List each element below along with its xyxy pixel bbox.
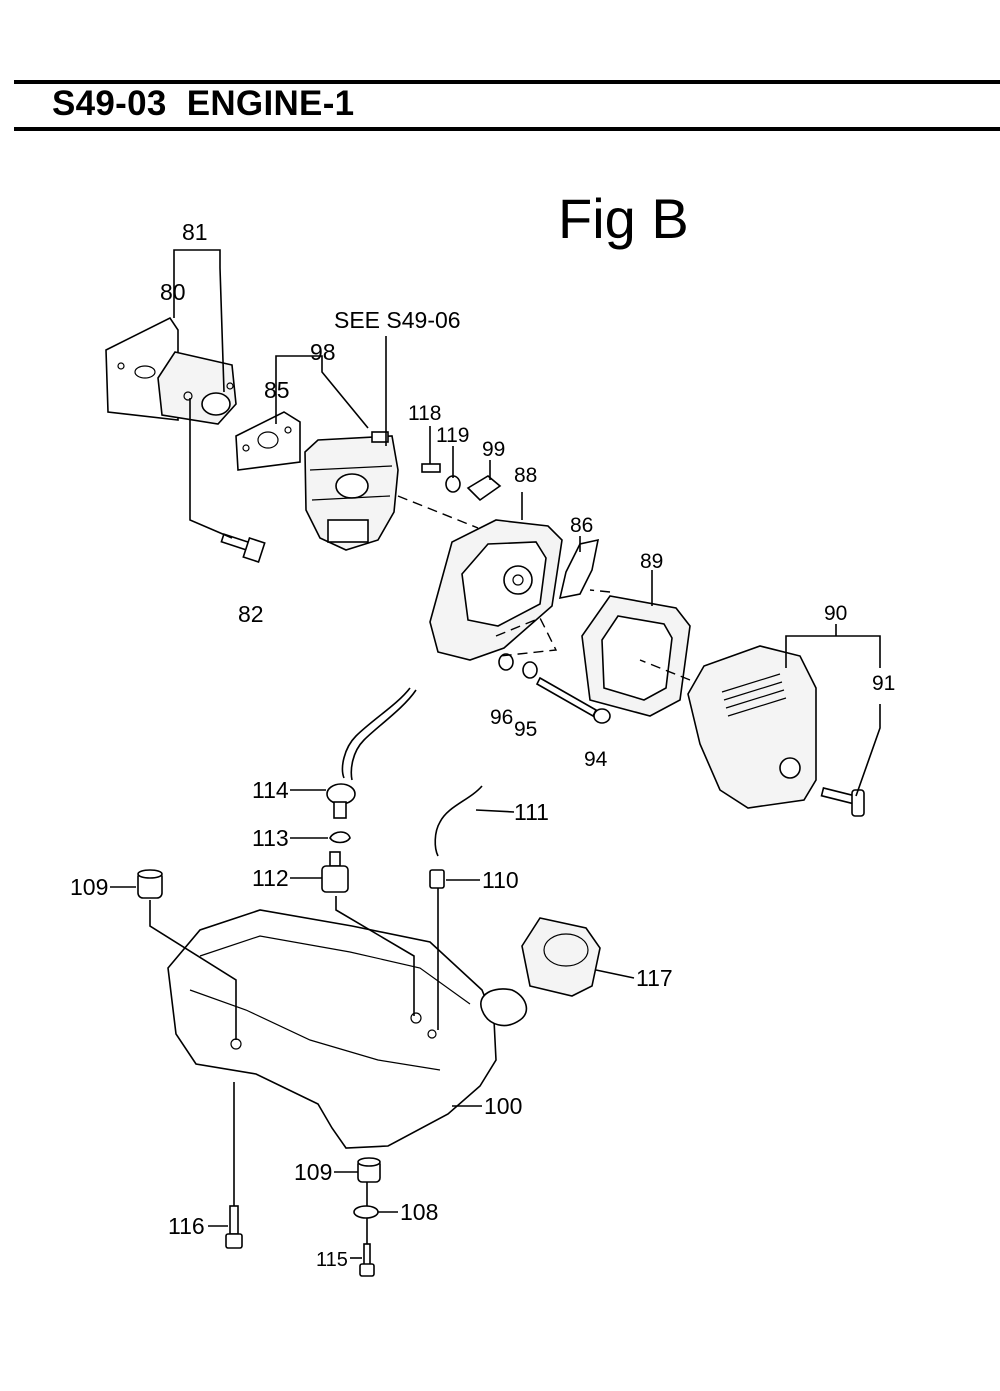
callout-109-upper: 109 [70, 874, 108, 900]
callout-99: 99 [482, 438, 505, 461]
callout-see-ref: SEE S49-06 [334, 307, 461, 333]
callout-117: 117 [636, 965, 673, 991]
leader-117 [595, 969, 635, 979]
callout-119: 119 [436, 424, 469, 447]
fuel-cap-117 [521, 917, 601, 997]
long-bolt-94 [535, 676, 611, 724]
carburetor-98 [304, 431, 399, 551]
callout-90: 90 [824, 602, 847, 625]
callout-109-lower: 109 [294, 1159, 332, 1185]
leader-81 [173, 249, 225, 393]
callout-114: 114 [252, 777, 289, 803]
bracket-99 [466, 475, 502, 502]
leader-111 [475, 809, 515, 813]
clip-113 [329, 831, 351, 844]
bolt-82 [220, 533, 266, 563]
callout-108: 108 [400, 1199, 438, 1225]
callout-115: 115 [316, 1249, 348, 1271]
callout-85: 85 [264, 377, 290, 403]
screw-118 [421, 463, 441, 473]
bolt-115 [359, 1243, 375, 1277]
callout-94: 94 [584, 748, 608, 771]
callout-95: 95 [514, 718, 537, 741]
vent-tube-111 [434, 785, 483, 857]
leader-90 [785, 624, 881, 668]
air-cleaner-cover-90 [687, 645, 817, 809]
bolt-116 [225, 1205, 243, 1249]
grommet-110 [429, 869, 445, 889]
figure-label: Fig B [558, 187, 689, 250]
callout-91: 91 [872, 672, 895, 695]
cushion-109-lower [357, 1157, 381, 1183]
cushion-109-upper [137, 869, 163, 899]
callout-82: 82 [238, 601, 264, 627]
air-cleaner-case-88 [429, 519, 563, 661]
callout-80: 80 [160, 279, 186, 305]
top-rule [14, 80, 1000, 84]
callout-116: 116 [168, 1213, 205, 1239]
title-underline [14, 127, 1000, 131]
callout-118: 118 [408, 402, 441, 425]
callout-111: 111 [514, 799, 549, 825]
callout-86: 86 [570, 514, 593, 537]
callout-96: 96 [490, 706, 513, 729]
callout-98: 98 [310, 339, 336, 365]
leader-82 [189, 398, 233, 539]
callout-100: 100 [484, 1093, 522, 1119]
callout-89: 89 [640, 550, 663, 573]
fuel-tank-100 [167, 909, 528, 1149]
callout-113: 113 [252, 825, 289, 851]
gasket-85 [235, 411, 301, 471]
callout-110: 110 [482, 867, 519, 893]
callout-88: 88 [514, 464, 537, 487]
washer-119 [445, 475, 461, 493]
washer-95 [522, 661, 538, 679]
leader-98 [275, 355, 369, 429]
choke-lever-86 [558, 538, 600, 600]
washer-96 [498, 653, 514, 671]
washer-108 [353, 1205, 379, 1219]
fuel-line-114 [326, 687, 417, 819]
callout-81: 81 [182, 219, 208, 245]
leader-91 [855, 704, 881, 797]
fuel-filter-112 [321, 851, 349, 893]
air-filter-89 [581, 595, 691, 717]
callout-112: 112 [252, 865, 289, 891]
page-title: S49-03 ENGINE-1 [52, 84, 355, 123]
